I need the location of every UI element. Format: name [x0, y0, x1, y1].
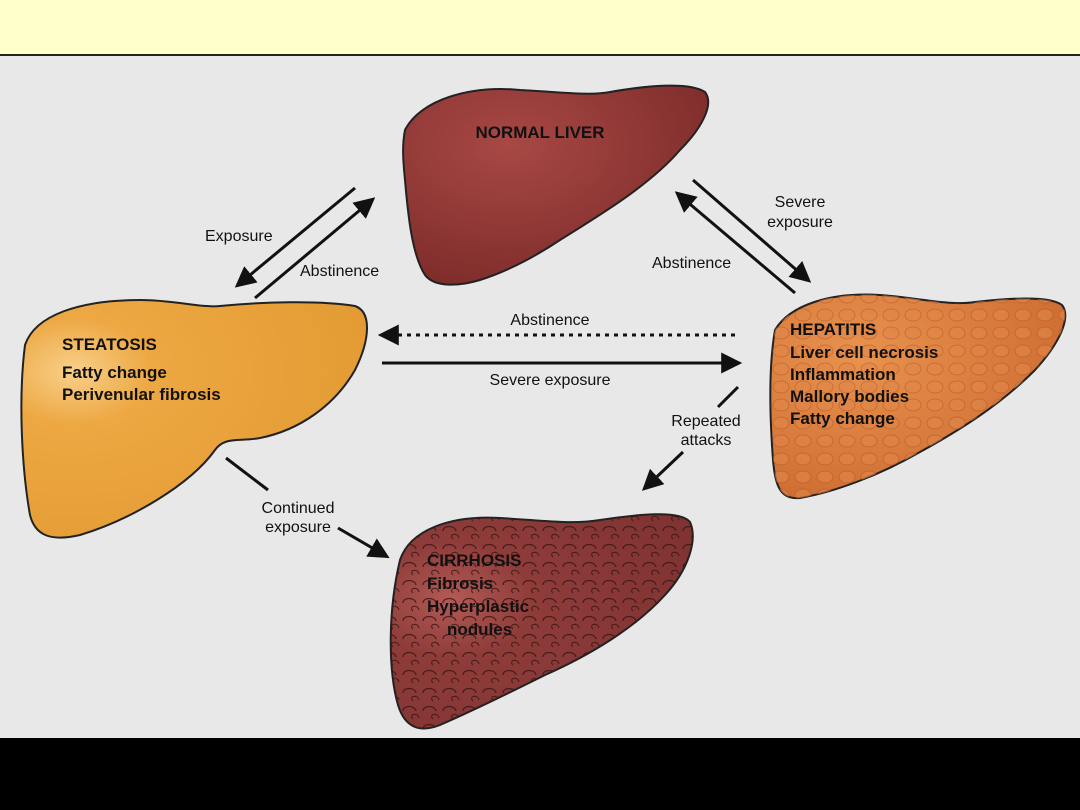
hepatitis-line-1: Liver cell necrosis — [790, 343, 938, 362]
label-abstinence-middle: Abstinence — [510, 312, 589, 329]
arrow-abstinence-to-normal-right — [674, 191, 796, 295]
arrow-repeated-attacks — [641, 450, 685, 491]
arrow-exposure-to-steatosis — [234, 186, 356, 288]
bottom-bar — [0, 738, 1080, 810]
label-severe-1: Severe — [775, 194, 826, 211]
hepatitis-line-3: Mallory bodies — [790, 387, 909, 406]
label-exposure: Exposure — [205, 228, 273, 245]
hepatitis-title: HEPATITIS — [790, 320, 876, 339]
label-exposure-bottom: exposure — [265, 519, 331, 536]
arrow-continued-exposure — [337, 526, 390, 559]
steatosis-line-1: Fatty change — [62, 363, 167, 382]
label-severe-exposure-middle: Severe exposure — [490, 372, 611, 389]
cirrhosis-line-1: Fibrosis — [427, 574, 493, 593]
label-severe-2: exposure — [767, 214, 833, 231]
hepatitis-line-4: Fatty change — [790, 409, 895, 428]
arrow-abstinence-to-normal — [254, 197, 376, 300]
normal-liver: NORMAL LIVER — [402, 84, 710, 286]
cirrhosis-line-3: nodules — [447, 620, 512, 639]
arrow-severe-exposure-to-hepatitis — [692, 178, 812, 283]
liver-disease-diagram: NORMAL LIVER STEATOSIS Fatty change Peri… — [0, 56, 1080, 738]
hepatitis-liver: HEPATITIS Liver cell necrosis Inflammati… — [769, 293, 1067, 500]
cirrhosis-line-2: Hyperplastic — [427, 597, 529, 616]
arrow-repeated-attacks-top — [716, 385, 740, 409]
steatosis-title: STEATOSIS — [62, 335, 157, 354]
normal-liver-title: NORMAL LIVER — [475, 123, 604, 142]
label-abstinence-left: Abstinence — [300, 263, 379, 280]
label-repeated: Repeated — [671, 413, 740, 430]
steatosis-line-2: Perivenular fibrosis — [62, 385, 221, 404]
hepatitis-line-2: Inflammation — [790, 365, 896, 384]
label-abstinence-right: Abstinence — [652, 255, 731, 272]
steatosis-liver: STEATOSIS Fatty change Perivenular fibro… — [20, 298, 368, 539]
label-attacks: attacks — [681, 432, 732, 449]
cirrhosis-liver: CIRRHOSIS Fibrosis Hyperplastic nodules — [389, 513, 694, 730]
title-bar — [0, 0, 1080, 56]
cirrhosis-title: CIRRHOSIS — [427, 551, 521, 570]
label-continued: Continued — [262, 500, 335, 517]
arrow-continued-exposure-top — [225, 456, 269, 492]
diagram-canvas: NORMAL LIVER STEATOSIS Fatty change Peri… — [20, 84, 1067, 730]
